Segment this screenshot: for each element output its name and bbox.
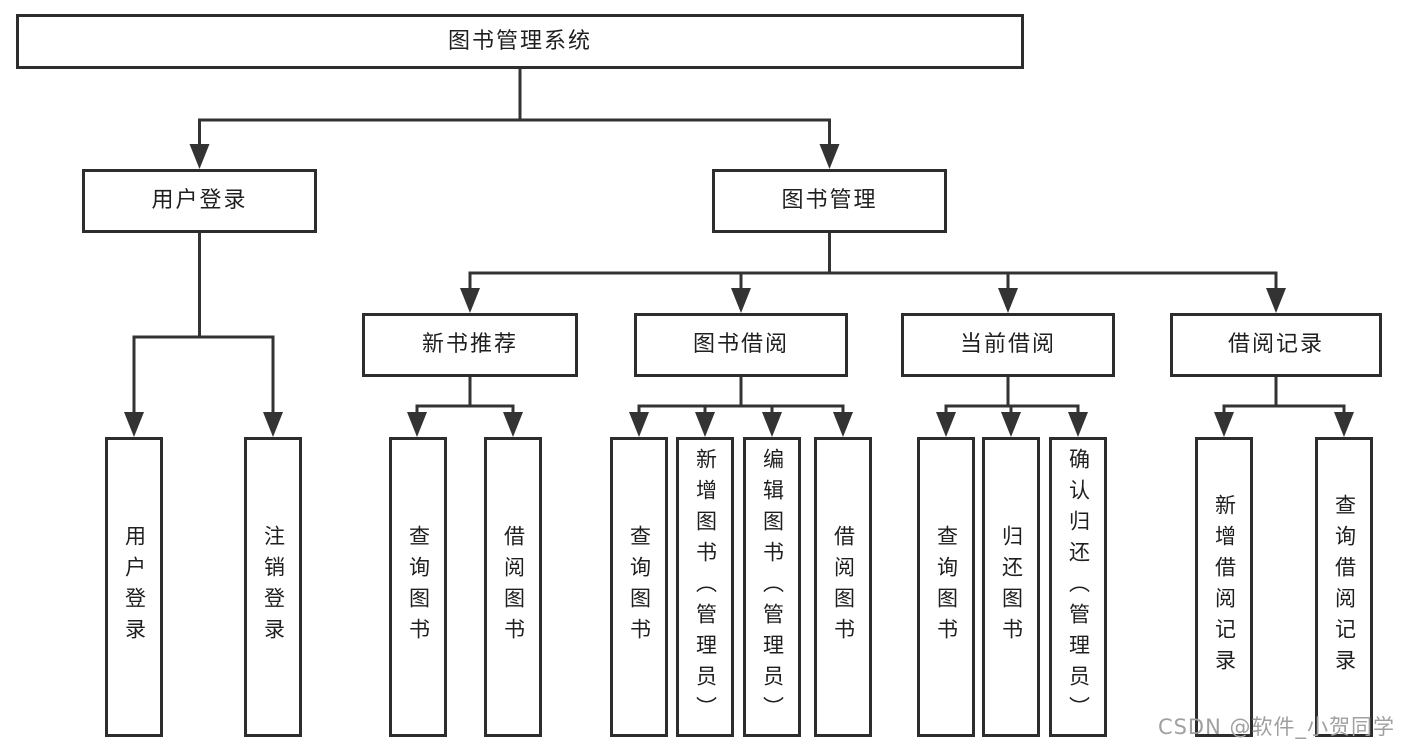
arrowhead-down-icon bbox=[503, 412, 523, 437]
arrowhead-down-icon bbox=[124, 412, 144, 437]
connector-paths bbox=[132, 67, 1346, 418]
arrowhead-down-icon bbox=[833, 412, 853, 437]
arrowhead-down-icon bbox=[189, 144, 210, 169]
leaf-borrow-add-books-admin: 新增图书（管理员） bbox=[676, 437, 734, 737]
arrowhead-down-icon bbox=[460, 288, 480, 313]
arrowhead-down-icon bbox=[762, 412, 782, 437]
arrowhead-down-icon bbox=[936, 412, 956, 437]
arrowhead-down-icon bbox=[407, 412, 427, 437]
leaf-current-query-books: 查询图书 bbox=[917, 437, 975, 737]
arrowhead-down-icon bbox=[1068, 412, 1088, 437]
leaf-current-confirm-return-admin: 确认归还（管理员） bbox=[1049, 437, 1107, 737]
leaf-recommend-query-books: 查询图书 bbox=[389, 437, 447, 737]
leaf-borrow-query-books: 查询图书 bbox=[610, 437, 668, 737]
arrowhead-down-icon bbox=[998, 288, 1018, 313]
arrowhead-down-icon bbox=[263, 412, 283, 437]
leaf-current-return-books: 归还图书 bbox=[982, 437, 1040, 737]
leaf-logout-login: 注销登录 bbox=[244, 437, 302, 737]
leaf-borrow-edit-books-admin: 编辑图书（管理员） bbox=[743, 437, 801, 737]
leaf-recommend-borrow-books: 借阅图书 bbox=[484, 437, 542, 737]
arrowhead-down-icon bbox=[1334, 412, 1354, 437]
leaf-user-login: 用户登录 bbox=[105, 437, 163, 737]
leaf-borrow-borrow-books: 借阅图书 bbox=[814, 437, 872, 737]
csdn-watermark: CSDN @软件_小贺同学 bbox=[1157, 715, 1395, 739]
node-root-library-system: 图书管理系统 bbox=[16, 14, 1024, 69]
arrowhead-down-icon bbox=[1001, 412, 1021, 437]
node-borrow-records: 借阅记录 bbox=[1170, 313, 1382, 377]
node-user-login: 用户登录 bbox=[82, 169, 317, 233]
node-book-management: 图书管理 bbox=[712, 169, 947, 233]
arrowhead-down-icon bbox=[731, 288, 751, 313]
arrowhead-down-icon bbox=[629, 412, 649, 437]
node-current-borrow: 当前借阅 bbox=[901, 313, 1115, 377]
node-book-borrow: 图书借阅 bbox=[634, 313, 848, 377]
arrowhead-down-icon bbox=[695, 412, 715, 437]
arrowhead-down-icon bbox=[1266, 288, 1286, 313]
leaf-records-query-borrow-record: 查询借阅记录 bbox=[1315, 437, 1373, 737]
arrowhead-down-icon bbox=[819, 144, 840, 169]
arrowhead-down-icons bbox=[124, 144, 1354, 437]
arrowhead-down-icon bbox=[1214, 412, 1234, 437]
leaf-records-add-borrow-record: 新增借阅记录 bbox=[1195, 437, 1253, 737]
node-new-book-recommend: 新书推荐 bbox=[362, 313, 578, 377]
